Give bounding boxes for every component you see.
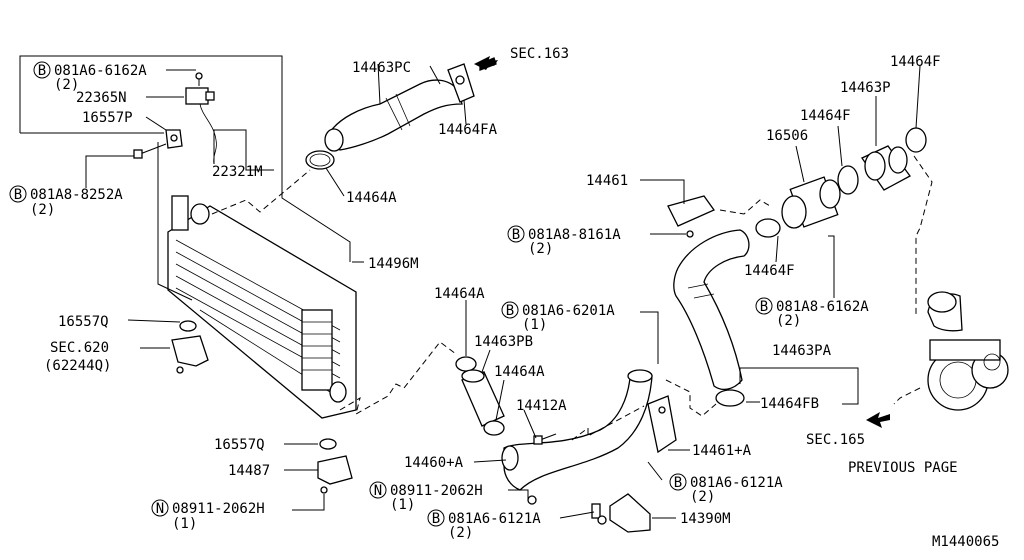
svg-text:B: B bbox=[760, 299, 768, 315]
clamp-14464a-top bbox=[305, 150, 335, 170]
clamp-14464a-mid bbox=[455, 356, 477, 372]
label-16557q-bottom: 16557Q bbox=[214, 437, 265, 453]
svg-text:B: B bbox=[512, 227, 520, 243]
label-081a6-6121a-bottom: 081A6-6121A bbox=[448, 511, 541, 527]
label-081a8-6162a-qty: (2) bbox=[776, 313, 801, 329]
arrow-to-sec163 bbox=[474, 56, 498, 70]
clamp-14464a-low bbox=[483, 420, 505, 436]
label-16557p: 16557P bbox=[82, 110, 133, 126]
label-14487: 14487 bbox=[228, 463, 270, 479]
intercooler-core bbox=[167, 195, 357, 419]
bolt-14412a bbox=[533, 433, 557, 445]
hose-14463pb bbox=[461, 369, 505, 427]
label-081a6-6162a-top-qty: (2) bbox=[54, 77, 79, 93]
svg-text:N: N bbox=[156, 501, 164, 517]
label-081a8-6162a: 081A8-6162A bbox=[776, 299, 869, 315]
label-081a8-8252a-qty: (2) bbox=[30, 202, 55, 218]
label-081a8-8161a-qty: (2) bbox=[528, 241, 553, 257]
marker-b-081a8-8252a: B bbox=[9, 185, 27, 203]
grommet-16557q-bottom bbox=[319, 438, 337, 450]
nut-08911-mid bbox=[527, 495, 537, 505]
label-081a6-6201a: 081A6-6201A bbox=[522, 303, 615, 319]
label-14412a: 14412A bbox=[516, 398, 567, 414]
marker-n-08911-left: N bbox=[151, 499, 169, 517]
clamp-14464f-low bbox=[755, 218, 781, 238]
label-sec620-sub: (62244Q) bbox=[44, 358, 111, 374]
mass-airflow-sensor bbox=[781, 176, 841, 229]
grommet-16557q-top bbox=[179, 320, 197, 332]
label-16506: 16506 bbox=[766, 128, 808, 144]
label-14460a: 14460+A bbox=[404, 455, 464, 471]
duct-14463p bbox=[861, 145, 911, 191]
label-14464a-low: 14464A bbox=[494, 364, 545, 380]
bracket-14390m bbox=[591, 493, 651, 533]
svg-text:B: B bbox=[674, 475, 682, 491]
marker-b-081a8-6162a: B bbox=[755, 297, 773, 315]
label-14464f-low: 14464F bbox=[744, 263, 795, 279]
label-081a6-6201a-qty: (1) bbox=[522, 317, 547, 333]
hose-14463pa bbox=[673, 229, 750, 391]
label-14390m: 14390M bbox=[680, 511, 731, 527]
label-14461a: 14461+A bbox=[692, 443, 752, 459]
label-sec620: SEC.620 bbox=[50, 340, 109, 356]
diagram-id: M1440065 bbox=[932, 534, 999, 550]
label-14464f-mid: 14464F bbox=[800, 108, 851, 124]
dashed-routes bbox=[211, 155, 933, 441]
marker-n-08911-mid: N bbox=[369, 481, 387, 499]
marker-b-081a6-6162a-top: B bbox=[33, 61, 51, 79]
label-14464a-top: 14464A bbox=[346, 190, 397, 206]
label-sec163: SEC.163 bbox=[510, 46, 569, 62]
label-081a6-6121a-right: 081A6-6121A bbox=[690, 475, 783, 491]
marker-b-081a6-6121a-bottom: B bbox=[427, 509, 445, 527]
label-14463pc: 14463PC bbox=[352, 60, 411, 76]
label-14463pb: 14463PB bbox=[474, 334, 533, 350]
bracket-14461 bbox=[667, 195, 715, 238]
bracket-16557p bbox=[133, 129, 183, 159]
label-081a6-6121a-bottom-qty: (2) bbox=[448, 525, 473, 541]
label-08911-2062h-left: 08911-2062H bbox=[172, 501, 265, 517]
marker-b-081a6-6121a-right: B bbox=[669, 473, 687, 491]
label-08911-2062h-mid-qty: (1) bbox=[390, 497, 415, 513]
label-14463pa: 14463PA bbox=[772, 343, 832, 359]
turbocharger bbox=[927, 291, 1009, 411]
label-081a6-6162a-top: 081A6-6162A bbox=[54, 63, 147, 79]
label-08911-2062h-left-qty: (1) bbox=[172, 516, 197, 532]
svg-text:N: N bbox=[374, 483, 382, 499]
svg-text:B: B bbox=[38, 63, 46, 79]
clamp-14464fb bbox=[715, 389, 745, 407]
label-14496m: 14496M bbox=[368, 256, 419, 272]
boost-sensor bbox=[185, 72, 217, 165]
bracket-sec620 bbox=[171, 335, 209, 374]
marker-b-081a6-6201a: B bbox=[501, 301, 519, 319]
label-081a8-8252a: 081A8-8252A bbox=[30, 187, 123, 203]
label-16557q-top: 16557Q bbox=[58, 314, 109, 330]
label-22321m: 22321M bbox=[212, 164, 263, 180]
label-14463p: 14463P bbox=[840, 80, 891, 96]
clamp-14464f-mid bbox=[837, 165, 859, 195]
leader-lines bbox=[19, 55, 921, 519]
svg-text:B: B bbox=[506, 303, 514, 319]
label-14464a-mid: 14464A bbox=[434, 286, 485, 302]
arrow-to-sec165 bbox=[866, 412, 890, 428]
label-081a6-6121a-right-qty: (2) bbox=[690, 489, 715, 505]
label-14464f-top: 14464F bbox=[890, 54, 941, 70]
label-14464fa: 14464FA bbox=[438, 122, 498, 138]
label-22365n: 22365N bbox=[76, 90, 127, 106]
pipe-14460a bbox=[501, 369, 653, 491]
label-previous-page: PREVIOUS PAGE bbox=[848, 460, 958, 476]
bracket-14487 bbox=[317, 455, 353, 494]
label-14464fb: 14464FB bbox=[760, 396, 819, 412]
label-081a8-8161a: 081A8-8161A bbox=[528, 227, 621, 243]
label-sec165: SEC.165 bbox=[806, 432, 865, 448]
label-14461: 14461 bbox=[586, 173, 628, 189]
label-08911-2062h-mid: 08911-2062H bbox=[390, 483, 483, 499]
clamp-14464f-top bbox=[905, 127, 927, 153]
marker-b-081a8-8161a: B bbox=[507, 225, 525, 243]
svg-text:B: B bbox=[14, 187, 22, 203]
bracket-14461a bbox=[647, 395, 677, 454]
svg-text:B: B bbox=[432, 511, 440, 527]
